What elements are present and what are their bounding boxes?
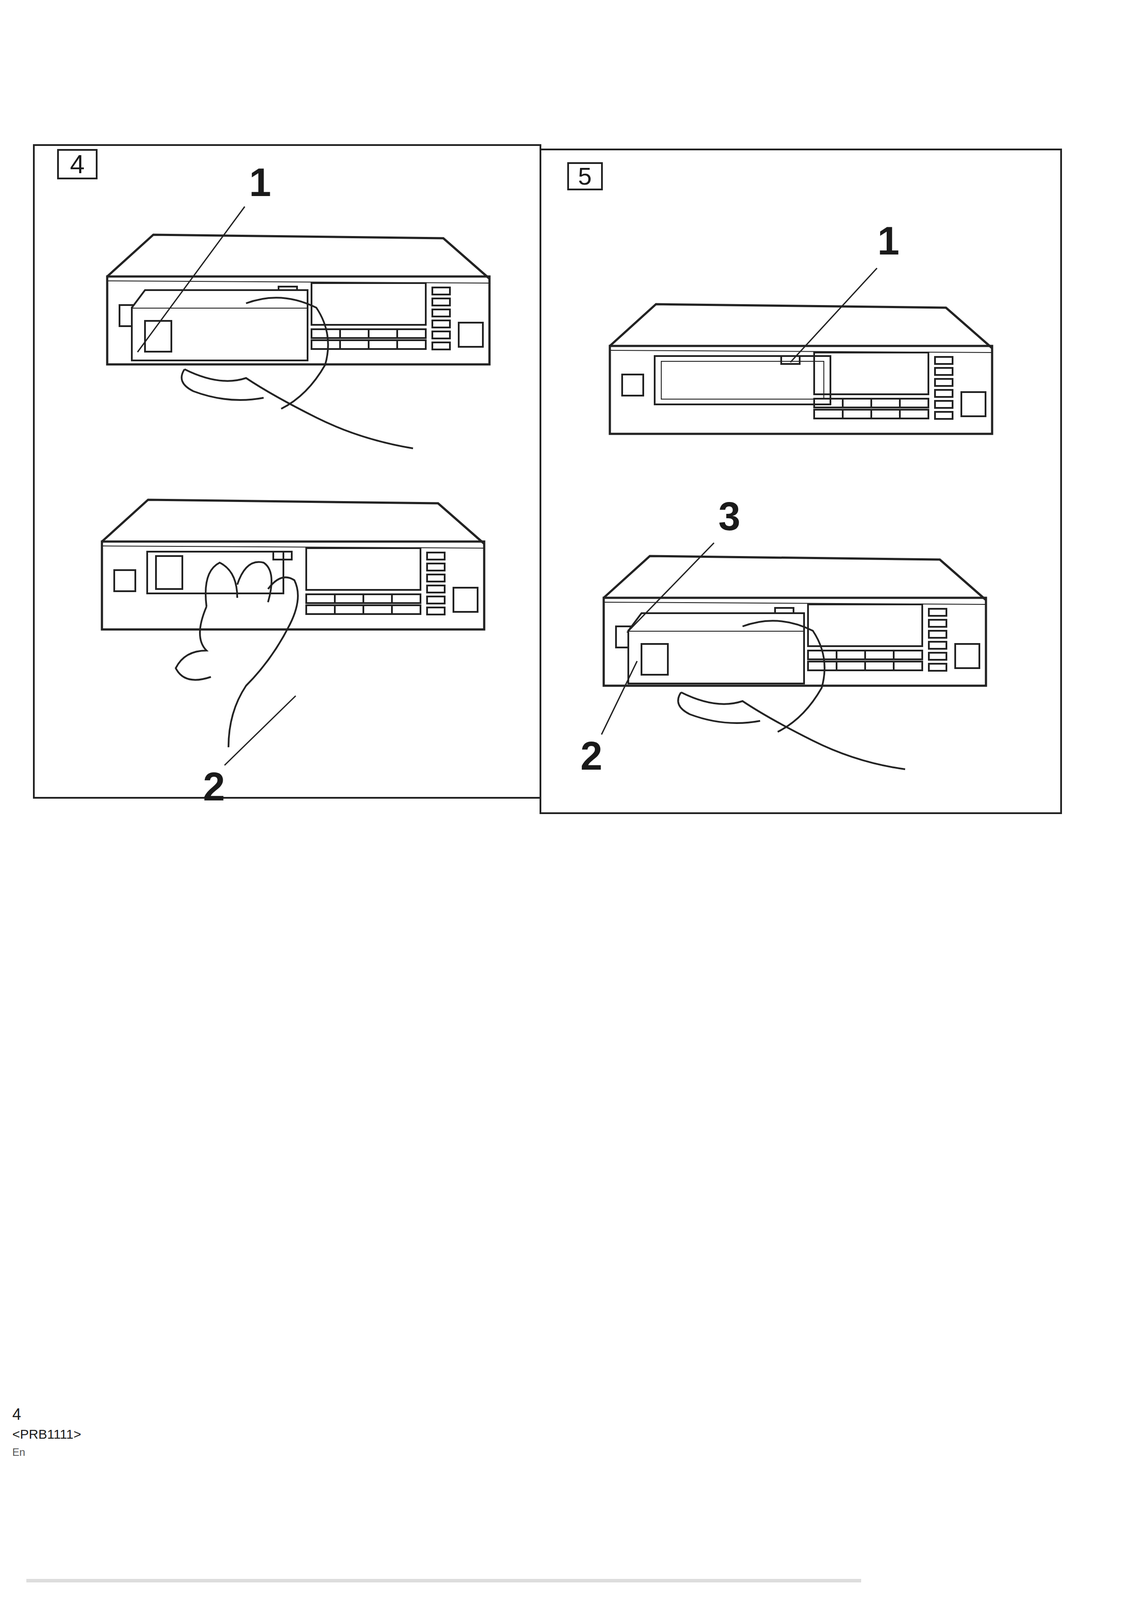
callout-number: 1 — [877, 221, 900, 261]
page-number: 4 — [12, 1406, 22, 1422]
document-code: <PRB1111> — [12, 1427, 82, 1441]
panel-number: 5 — [577, 163, 592, 189]
callout-number: 2 — [202, 766, 225, 807]
callout-number: 3 — [718, 496, 741, 537]
panel-number: 4 — [69, 151, 85, 178]
language-code: En — [12, 1446, 26, 1457]
callout-number: 1 — [249, 162, 272, 203]
callout-number: 2 — [580, 735, 603, 776]
